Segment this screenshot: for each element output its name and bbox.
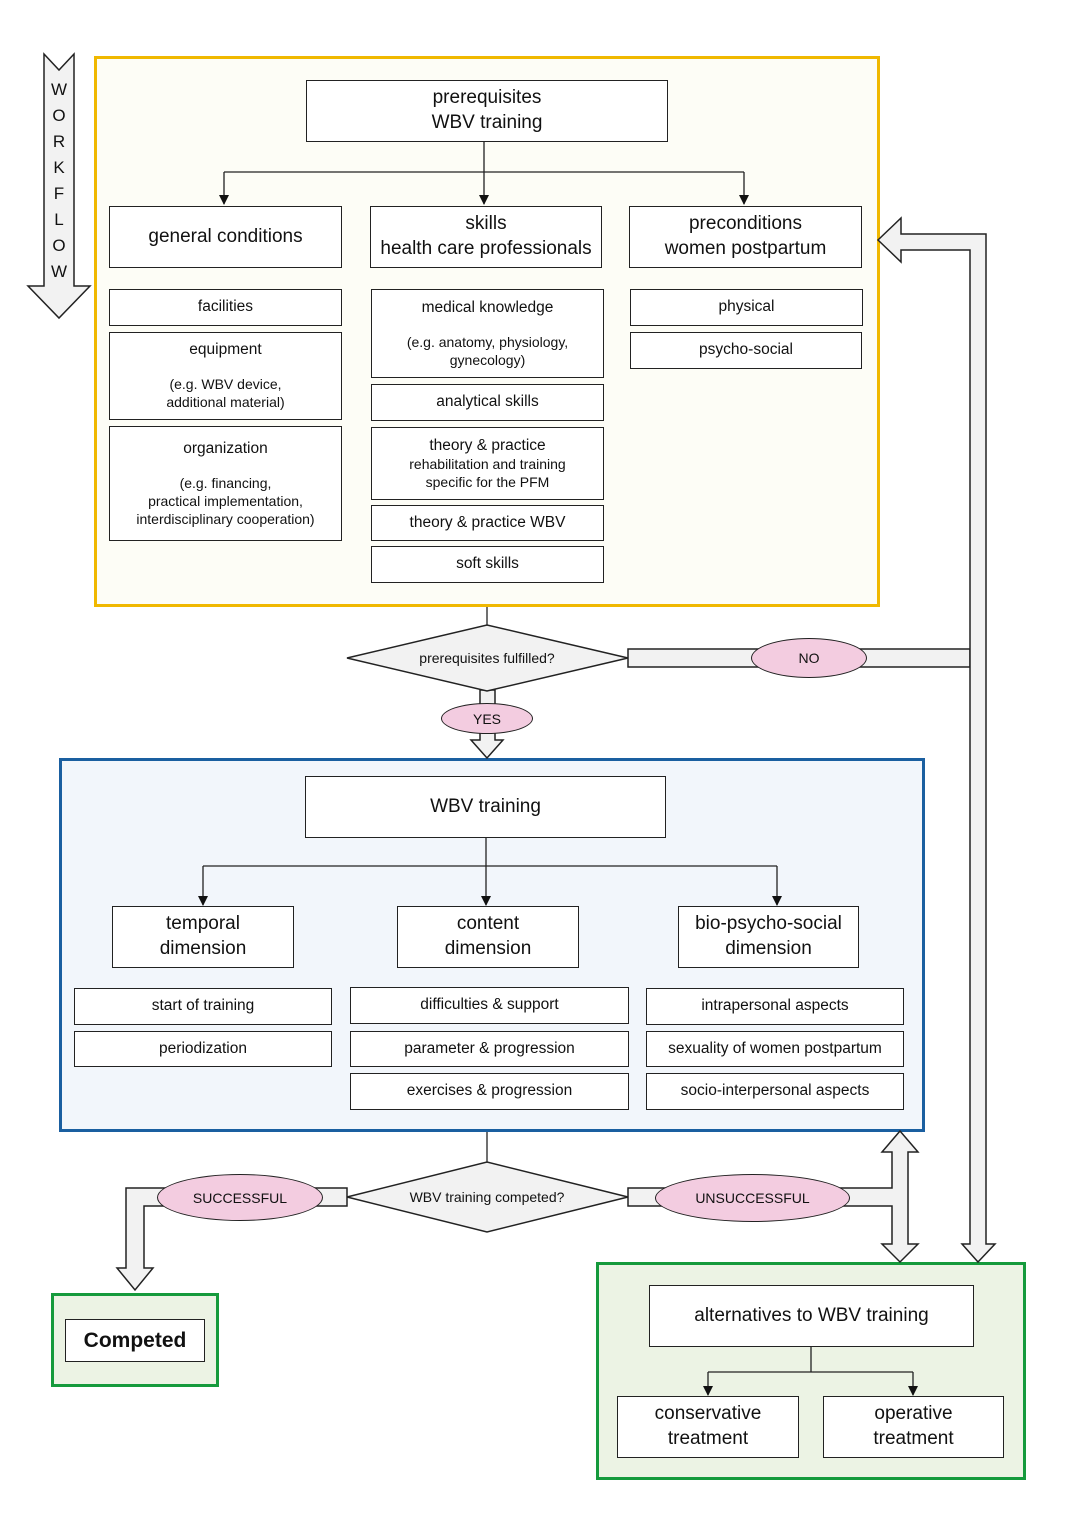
- bio-psycho-social-line2: dimension: [725, 938, 812, 959]
- theory-practice-pfm-detail: specific for the PFM: [425, 473, 550, 490]
- theory-practice-pfm-box: theory & practice rehabilitation and tra…: [371, 427, 604, 500]
- socio-interpersonal-label: socio-interpersonal aspects: [680, 1082, 870, 1100]
- organization-detail: interdisciplinary cooperation): [136, 510, 315, 527]
- difficulties-support-box: difficulties & support: [350, 987, 629, 1024]
- workflow-letter: K: [53, 158, 65, 177]
- preconditions-header-line1: preconditions: [688, 213, 803, 235]
- general-conditions-header: general conditions: [109, 206, 342, 268]
- conservative-treatment-line2: treatment: [667, 1428, 749, 1449]
- periodization-box: periodization: [74, 1031, 332, 1067]
- content-dimension-line2: dimension: [444, 938, 532, 959]
- preconditions-header-line2: women postpartum: [664, 238, 827, 259]
- alternatives-title-box: alternatives to WBV training: [649, 1285, 974, 1347]
- yes-label: YES: [441, 703, 533, 734]
- sexuality-box: sexuality of women postpartum: [646, 1031, 904, 1067]
- equipment-detail: (e.g. WBV device,: [169, 376, 282, 393]
- skills-header-line1: skills: [465, 213, 507, 235]
- unsuccessful-label: UNSUCCESSFUL: [655, 1174, 850, 1222]
- workflow-letter: O: [52, 106, 66, 125]
- organization-box: organization (e.g. financing, practical …: [109, 426, 342, 541]
- socio-interpersonal-box: socio-interpersonal aspects: [646, 1073, 904, 1110]
- bio-psycho-social-header: bio-psycho-social dimension: [678, 906, 859, 968]
- psycho-social-label: psycho-social: [699, 341, 793, 359]
- organization-detail: (e.g. financing,: [179, 474, 272, 491]
- prerequisites-title-line2: WBV training: [431, 112, 543, 133]
- start-of-training-box: start of training: [74, 988, 332, 1025]
- content-dimension-line1: content: [456, 913, 520, 935]
- wbv-training-title-box: WBV training: [305, 776, 666, 838]
- wbv-training-title: WBV training: [430, 795, 541, 817]
- workflow-letter: F: [53, 184, 65, 203]
- workflow-letter: O: [52, 236, 66, 255]
- preconditions-header: preconditions women postpartum: [629, 206, 862, 268]
- equipment-label: equipment: [189, 341, 262, 359]
- training-completed-question: WBV training competed?: [409, 1189, 565, 1205]
- physical-label: physical: [718, 298, 775, 316]
- workflow-letter: L: [54, 210, 64, 229]
- prerequisites-fulfilled-question: prerequisites fulfilled?: [419, 650, 555, 666]
- operative-treatment-box: operative treatment: [823, 1396, 1004, 1458]
- periodization-label: periodization: [159, 1039, 247, 1057]
- successful-label: SUCCESSFUL: [157, 1174, 323, 1221]
- intrapersonal-aspects-box: intrapersonal aspects: [646, 988, 904, 1025]
- temporal-dimension-header: temporal dimension: [112, 906, 294, 968]
- facilities-label: facilities: [197, 298, 254, 316]
- decision-diamond-prerequisites: [346, 624, 629, 692]
- prerequisites-title-box: prerequisites WBV training: [306, 80, 668, 142]
- competed-label: Competed: [83, 1328, 187, 1352]
- parameter-progression-label: parameter & progression: [404, 1039, 575, 1057]
- start-of-training-label: start of training: [151, 997, 255, 1015]
- no-label: NO: [751, 638, 867, 678]
- skills-header: skills health care professionals: [370, 206, 602, 268]
- workflow-letter: W: [50, 80, 68, 99]
- soft-skills-label: soft skills: [456, 555, 519, 573]
- sexuality-label: sexuality of women postpartum: [668, 1039, 882, 1057]
- theory-practice-wbv-box: theory & practice WBV: [371, 505, 604, 541]
- parameter-progression-box: parameter & progression: [350, 1031, 629, 1067]
- temporal-dimension-line1: temporal: [166, 913, 240, 935]
- facilities-box: facilities: [109, 289, 342, 326]
- analytical-skills-label: analytical skills: [436, 393, 539, 411]
- equipment-box: equipment (e.g. WBV device, additional m…: [109, 332, 342, 420]
- alternatives-title: alternatives to WBV training: [694, 1304, 929, 1326]
- theory-practice-pfm-label: theory & practice: [429, 436, 546, 454]
- intrapersonal-aspects-label: intrapersonal aspects: [701, 997, 849, 1015]
- workflow-letter: W: [50, 262, 68, 281]
- organization-label: organization: [183, 439, 268, 457]
- operative-treatment-line1: operative: [874, 1403, 953, 1425]
- theory-practice-pfm-detail: rehabilitation and training: [409, 455, 566, 472]
- medical-knowledge-detail: gynecology): [449, 352, 526, 369]
- skills-header-line2: health care professionals: [380, 238, 592, 259]
- prerequisites-title-line1: prerequisites: [432, 87, 542, 109]
- competed-box: Competed: [65, 1319, 205, 1362]
- medical-knowledge-label: medical knowledge: [421, 299, 554, 316]
- bio-psycho-social-line1: bio-psycho-social: [695, 913, 842, 935]
- operative-treatment-line2: treatment: [873, 1428, 954, 1449]
- medical-knowledge-box: medical knowledge (e.g. anatomy, physiol…: [371, 289, 604, 378]
- analytical-skills-box: analytical skills: [371, 384, 604, 421]
- workflow-letter: R: [52, 132, 66, 151]
- workflow-arrow: [26, 52, 92, 320]
- medical-knowledge-detail: (e.g. anatomy, physiology,: [406, 334, 569, 351]
- difficulties-support-label: difficulties & support: [420, 996, 559, 1014]
- psycho-social-box: psycho-social: [630, 332, 862, 369]
- physical-box: physical: [630, 289, 863, 326]
- temporal-dimension-line2: dimension: [159, 938, 247, 959]
- exercises-progression-box: exercises & progression: [350, 1073, 629, 1110]
- decision-diamond-training: [346, 1161, 629, 1233]
- general-conditions-label: general conditions: [148, 225, 303, 247]
- content-dimension-header: content dimension: [397, 906, 579, 968]
- soft-skills-box: soft skills: [371, 546, 604, 583]
- theory-practice-wbv-label: theory & practice WBV: [409, 513, 566, 531]
- conservative-treatment-line1: conservative: [654, 1403, 762, 1425]
- conservative-treatment-box: conservative treatment: [617, 1396, 799, 1458]
- organization-detail: practical implementation,: [148, 492, 303, 509]
- equipment-detail: additional material): [166, 394, 285, 411]
- exercises-progression-label: exercises & progression: [406, 1082, 573, 1100]
